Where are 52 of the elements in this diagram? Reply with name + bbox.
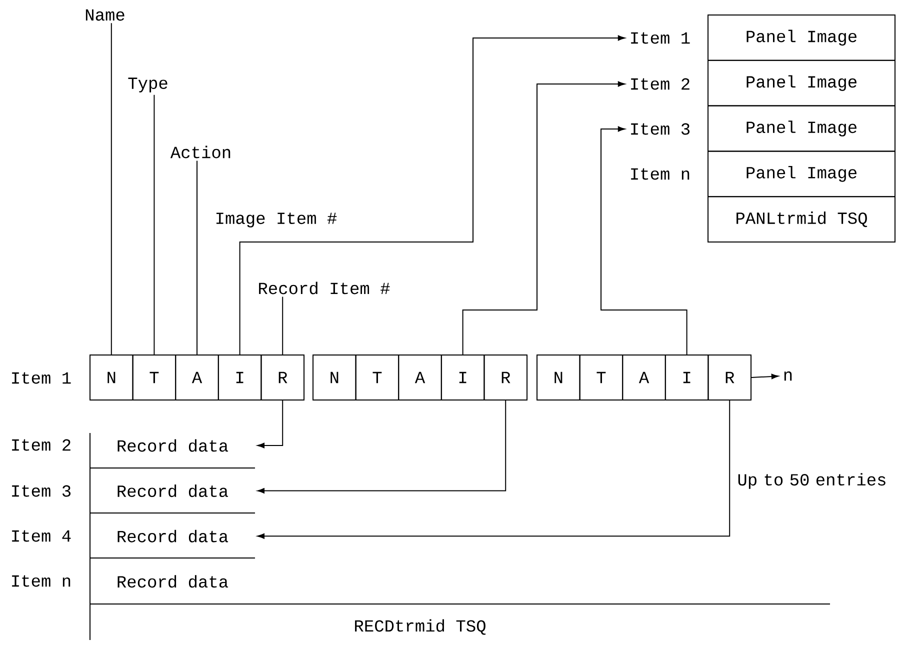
arrow	[462, 81, 626, 355]
end-text: n	[784, 371, 792, 381]
field-cell: T	[579, 354, 624, 400]
arrow	[751, 374, 779, 380]
item-text: Item 3	[12, 485, 71, 497]
label-text: Name	[86, 9, 124, 21]
field-cell: N	[312, 354, 356, 400]
item-text: Item n	[12, 575, 70, 587]
panel-cell: PANLtrmid TSQ	[708, 196, 896, 242]
arrow	[257, 400, 284, 448]
panel-cell: Panel Image	[708, 105, 896, 152]
field-cell: R	[484, 354, 528, 400]
record-row: Record data	[118, 530, 228, 542]
field-cell: R	[260, 354, 304, 400]
arrow	[600, 126, 688, 355]
item-text: Item 1	[631, 32, 690, 44]
item-text: Item n	[631, 168, 690, 180]
queue-label: RECDtrmid TSQ	[355, 619, 486, 635]
field-cell: A	[622, 354, 666, 400]
field-cell: T	[355, 354, 400, 400]
label-text: Action	[170, 146, 230, 158]
note-text: Up to 50 entries	[738, 473, 886, 489]
label-text: Image Item #	[216, 212, 337, 228]
field-cell: I	[664, 354, 709, 400]
item-text: Item 4	[12, 530, 71, 542]
record-row: Record data	[118, 575, 228, 588]
panel-cell: Panel Image	[708, 60, 896, 106]
leader-line	[154, 94, 155, 355]
label-text: Record Item #	[259, 282, 390, 294]
item-text: Item 1	[12, 372, 71, 384]
record-row: Record data	[118, 439, 228, 452]
field-cell: N	[90, 354, 134, 400]
item-text: Item 2	[12, 439, 70, 451]
item-text: Item 2	[631, 78, 690, 90]
field-cell: I	[218, 354, 262, 400]
label-text: Type	[128, 78, 168, 92]
leader-line	[110, 22, 112, 355]
field-cell: T	[132, 354, 176, 400]
item-text: Item 3	[631, 123, 690, 135]
field-cell: A	[398, 354, 442, 400]
field-cell: I	[440, 354, 485, 400]
record-row: Record data	[118, 484, 228, 498]
field-cell: N	[536, 354, 580, 400]
arrow	[257, 400, 730, 539]
field-cell: A	[175, 354, 219, 400]
panel-cell: Panel Image	[708, 150, 896, 198]
panel-cell: Panel Image	[708, 14, 896, 61]
leader-line	[282, 296, 284, 355]
field-cell: R	[708, 354, 752, 400]
leader-line	[196, 160, 198, 355]
arrow	[257, 400, 506, 494]
arrow	[239, 35, 626, 355]
